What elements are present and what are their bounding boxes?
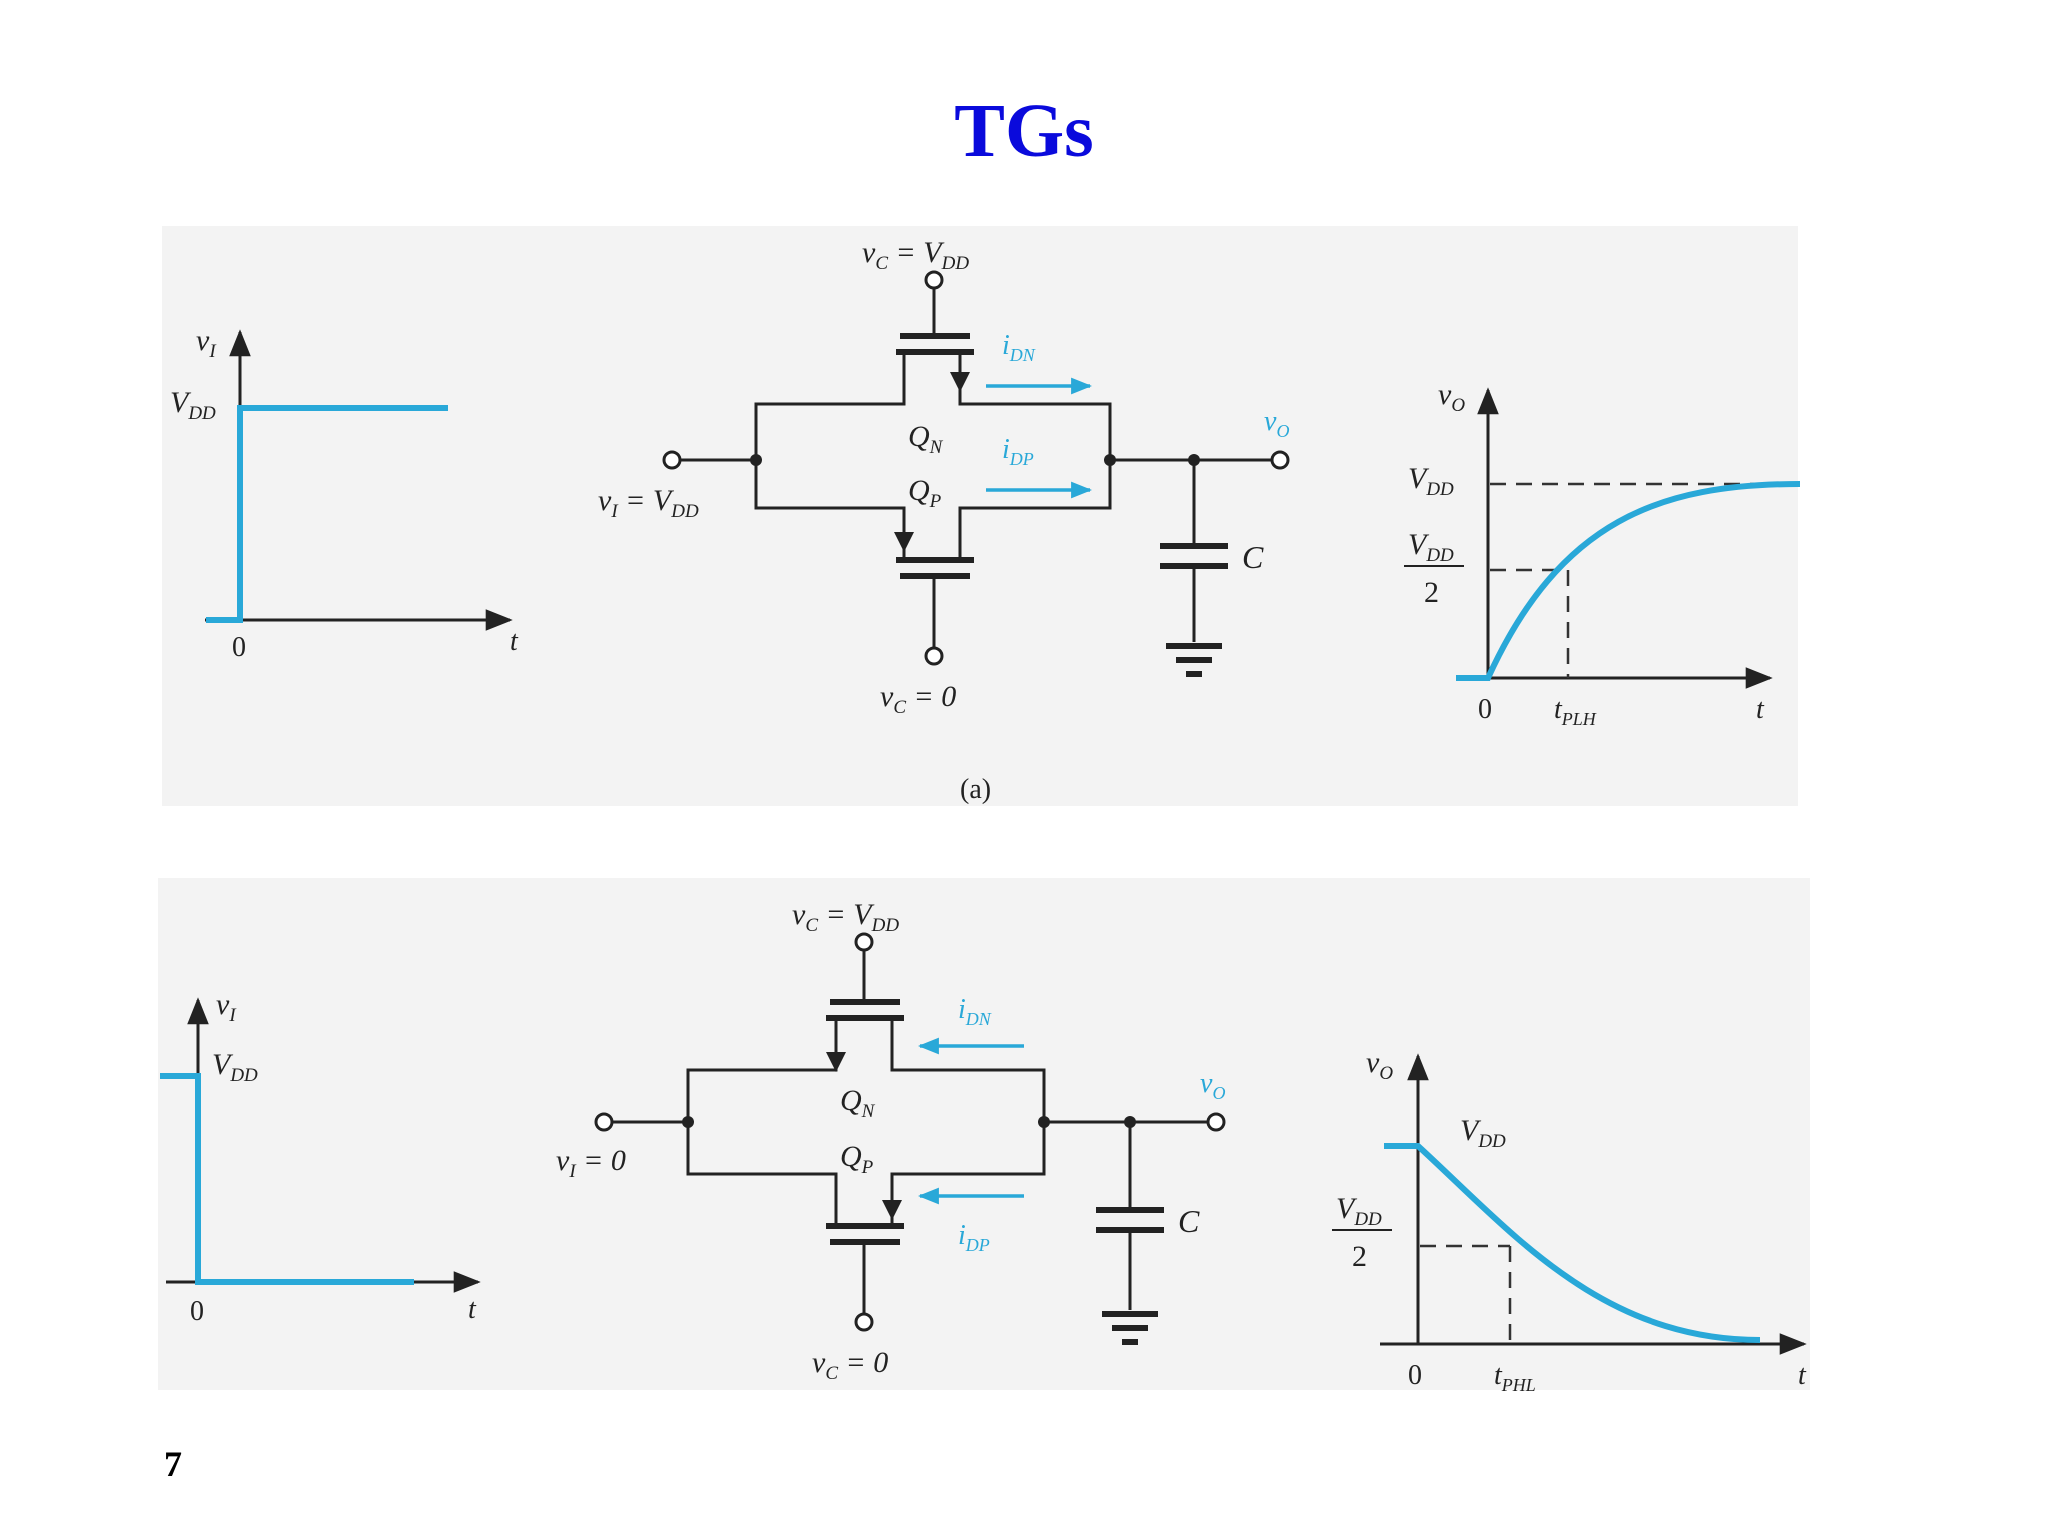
vdd-level-label: VDD <box>170 386 216 424</box>
vc-bottom-label: vC = 0 <box>880 680 956 718</box>
output-node <box>1038 1116 1050 1128</box>
y-axis-label: vI <box>216 988 237 1026</box>
output-label: vO <box>1200 1068 1225 1103</box>
output-terminal <box>1270 450 1290 470</box>
charging-curve <box>1456 481 1801 681</box>
vc-bottom-terminal <box>854 1312 874 1332</box>
output-plot-a: vO VDD VDD 2 0 tPLH t <box>1404 378 1801 729</box>
y-axis-label: vI <box>196 324 217 362</box>
qp-arrow <box>894 532 914 552</box>
qp-arrow <box>882 1200 902 1220</box>
half-vdd-denominator: 2 <box>1352 1240 1367 1273</box>
input-terminal <box>594 1112 614 1132</box>
output-label: vO <box>1264 406 1289 441</box>
t-axis-label: t <box>510 626 519 657</box>
vc-top-label: vC = VDD <box>792 898 899 936</box>
vc-bottom-label: vC = 0 <box>812 1346 888 1384</box>
vc-top-terminal <box>924 270 944 290</box>
origin-label: 0 <box>232 632 246 663</box>
vdd-level-label: VDD <box>212 1048 258 1086</box>
figure-panel-b <box>158 878 1810 1390</box>
half-vdd-numerator: VDD <box>1408 528 1454 566</box>
figure-caption: (a) <box>960 774 991 805</box>
input-voltage-label: vI = VDD <box>598 484 699 522</box>
t-axis-label: t <box>468 1294 477 1325</box>
ground-icon <box>1166 643 1222 677</box>
qp-label: QP <box>840 1140 874 1178</box>
idn-label: iDN <box>1002 330 1036 365</box>
qn-label: QN <box>840 1084 876 1122</box>
idn-label: iDN <box>958 994 992 1029</box>
input-terminal <box>662 450 682 470</box>
vc-top-terminal <box>854 932 874 952</box>
t-axis-label: t <box>1798 1360 1807 1391</box>
output-terminal <box>1206 1112 1226 1132</box>
capacitor-label: C <box>1178 1203 1200 1239</box>
qn-arrow <box>826 1052 846 1072</box>
vc-top-label: vC = VDD <box>862 236 969 274</box>
slide-title: TGs <box>954 89 1094 173</box>
page-number: 7 <box>164 1444 182 1484</box>
capacitor-label: C <box>1242 539 1264 575</box>
y-axis-label: vO <box>1366 1046 1393 1084</box>
half-vdd-denominator: 2 <box>1424 576 1439 609</box>
input-plot-b: vI VDD 0 t <box>160 988 481 1327</box>
output-node <box>1104 454 1116 466</box>
discharging-curve <box>1384 1143 1761 1343</box>
tphl-label: tPHL <box>1494 1360 1536 1395</box>
half-vdd-numerator: VDD <box>1336 1192 1382 1230</box>
origin-label: 0 <box>190 1296 204 1327</box>
idp-label: iDP <box>958 1220 990 1255</box>
transmission-gate-circuit-b: vC = VDD vC = 0 vI = 0 QN QP iDN iDP vO … <box>556 898 1226 1384</box>
input-voltage-label: vI = 0 <box>556 1144 626 1182</box>
qn-label: QN <box>908 420 944 458</box>
tplh-label: tPLH <box>1554 694 1597 729</box>
vdd-label: VDD <box>1460 1114 1506 1152</box>
transmission-gate-circuit-a: vC = VDD vC = 0 vI = VDD QN QP iDN iDP v… <box>598 236 1290 805</box>
qp-label: QP <box>908 474 942 512</box>
output-plot-b: vO VDD VDD 2 0 tPHL t <box>1332 1046 1807 1395</box>
input-node <box>682 1116 694 1128</box>
qn-arrow <box>950 372 970 392</box>
figure-panel-a <box>162 226 1798 806</box>
input-node <box>750 454 762 466</box>
t-axis-label: t <box>1756 694 1765 725</box>
idp-label: iDP <box>1002 434 1034 469</box>
input-step-waveform <box>160 1073 414 1285</box>
y-axis-label: vO <box>1438 378 1465 416</box>
ground-icon <box>1102 1311 1158 1345</box>
origin-label: 0 <box>1408 1360 1422 1391</box>
input-step-waveform <box>206 405 448 623</box>
vdd-label: VDD <box>1408 462 1454 500</box>
vc-bottom-terminal <box>924 646 944 666</box>
input-plot-a: vI VDD 0 t <box>170 324 519 663</box>
origin-label: 0 <box>1478 694 1492 725</box>
